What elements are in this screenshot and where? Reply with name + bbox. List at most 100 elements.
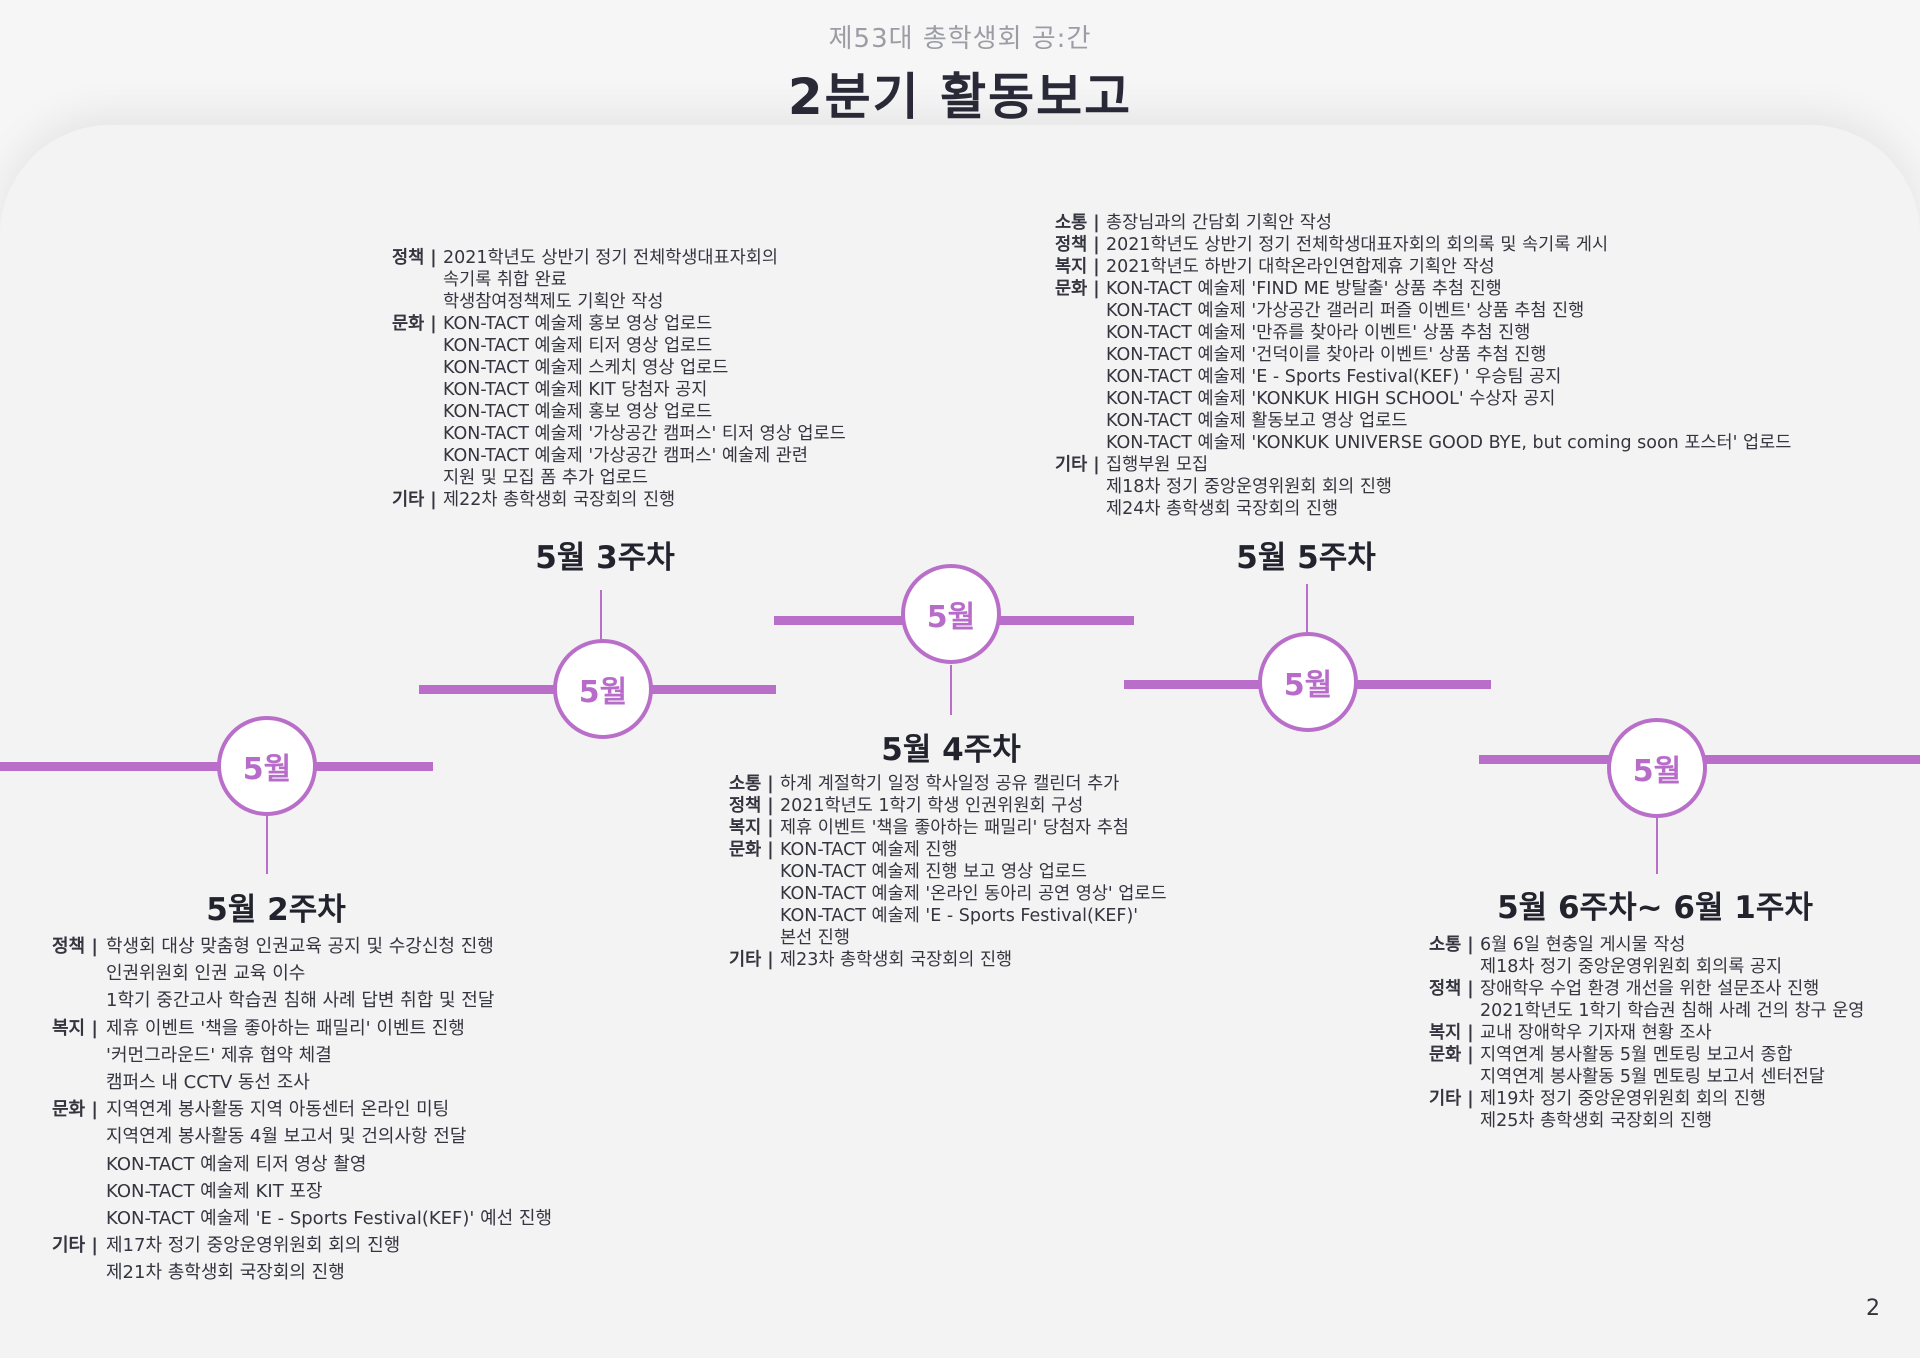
activity-block-week3: 정책 | 2021학년도 상반기 정기 전체학생대표자회의 속기록 취합 완료 …: [392, 247, 846, 511]
category-welfare: 복지 | 교내 장애학우 기자재 현황 조사: [1429, 1023, 1712, 1043]
list-item: 1학기 중간고사 학습권 침해 사례 답변 취합 및 전달: [106, 990, 495, 1012]
list-item: 총장님과의 간담회 기획안 작성: [1106, 213, 1332, 233]
list-item: 제18차 정기 중앙운영위원회 회의록 공지: [1480, 957, 1783, 977]
list-item: KON-TACT 예술제 'E - Sports Festival(KEF)': [780, 906, 1139, 926]
list-item: 지역연계 봉사활동 5월 멘토링 보고서 종합: [1480, 1045, 1793, 1065]
list-item: KON-TACT 예술제 '건덕이를 찾아라 이벤트' 상품 추첨 진행: [1106, 345, 1547, 365]
list-item: KON-TACT 예술제 홍보 영상 업로드: [443, 314, 713, 334]
list-item: KON-TACT 예술제 '만쥬를 찾아라 이벤트' 상품 추첨 진행: [1106, 323, 1531, 343]
list-item: KON-TACT 예술제 '가상공간 캠퍼스' 티저 영상 업로드: [443, 424, 846, 444]
list-item: 제휴 이벤트 '책을 좋아하는 패밀리' 당첨자 추첨: [780, 818, 1129, 838]
list-item: 지원 및 모집 폼 추가 업로드: [443, 468, 648, 488]
page-header: 제53대 총학생회 공:간 2분기 활동보고: [0, 18, 1920, 142]
list-item: 제24차 총학생회 국장회의 진행: [1106, 499, 1339, 519]
list-item: KON-TACT 예술제 'E - Sports Festival(KEF)' …: [106, 1208, 553, 1230]
list-item: 제22차 총학생회 국장회의 진행: [443, 490, 676, 510]
list-item: KON-TACT 예술제 'FIND ME 방탈출' 상품 추첨 진행: [1106, 279, 1502, 299]
list-item: 학생참여정책제도 기획안 작성: [443, 292, 664, 312]
week-title-4: 5월 5주차: [1236, 540, 1376, 576]
list-item: 2021학년도 1학기 학생 인권위원회 구성: [780, 796, 1084, 816]
list-item: KON-TACT 예술제 '가상공간 갤러리 퍼즐 이벤트' 상품 추첨 진행: [1106, 301, 1585, 321]
week-title-2: 5월 3주차: [535, 540, 675, 576]
category-culture: 문화 | 지역연계 봉사활동 5월 멘토링 보고서 종합 지역연계 봉사활동 5…: [1429, 1045, 1825, 1087]
list-item: 제휴 이벤트 '책을 좋아하는 패밀리' 이벤트 진행: [106, 1017, 465, 1039]
list-item: KON-TACT 예술제 티저 영상 촬영: [106, 1153, 367, 1175]
list-item: 지역연계 봉사활동 5월 멘토링 보고서 센터전달: [1480, 1067, 1825, 1087]
page-number: 2: [1866, 1296, 1880, 1321]
category-welfare: 복지 | 2021학년도 하반기 대학온라인연합제휴 기획안 작성: [1055, 257, 1495, 277]
category-etc: 기타 | 집행부원 모집 제18차 정기 중앙운영위원회 회의 진행 제24차 …: [1055, 455, 1393, 519]
list-item: 인권위원회 인권 교육 이수: [106, 963, 306, 985]
list-item: 2021학년도 상반기 정기 전체학생대표자회의: [443, 248, 778, 268]
list-item: KON-TACT 예술제 '가상공간 캠퍼스' 예술제 관련: [443, 446, 808, 466]
list-item: 6월 6일 현충일 게시물 작성: [1480, 935, 1686, 955]
category-culture: 문화 | KON-TACT 예술제 'FIND ME 방탈출' 상품 추첨 진행…: [1055, 279, 1792, 453]
timeline-panel: [0, 125, 1920, 1358]
timeline-segment-1: [0, 762, 433, 771]
list-item: 집행부원 모집: [1106, 455, 1209, 475]
list-item: 교내 장애학우 기자재 현황 조사: [1480, 1023, 1712, 1043]
list-item: 2021학년도 하반기 대학온라인연합제휴 기획안 작성: [1106, 257, 1495, 277]
category-communication: 소통 | 하계 계절학기 일정 학사일정 공유 캘린더 추가: [729, 774, 1120, 794]
category-etc: 기타 | 제17차 정기 중앙운영위원회 회의 진행 제21차 총학생회 국장회…: [52, 1232, 552, 1286]
week-title-5: 5월 6주차~ 6월 1주차: [1497, 890, 1813, 926]
category-etc: 기타 | 제23차 총학생회 국장회의 진행: [729, 950, 1013, 970]
list-item: KON-TACT 예술제 활동보고 영상 업로드: [1106, 411, 1408, 431]
week-title-3: 5월 4주차: [881, 732, 1021, 768]
list-item: 2021학년도 상반기 정기 전체학생대표자회의 회의록 및 속기록 게시: [1106, 235, 1609, 255]
list-item: 제18차 정기 중앙운영위원회 회의 진행: [1106, 477, 1393, 497]
category-welfare: 복지 | 제휴 이벤트 '책을 좋아하는 패밀리' 이벤트 진행 '커먼그라운드…: [52, 1015, 552, 1097]
page-subtitle: 제53대 총학생회 공:간: [828, 24, 1092, 54]
stem-1: [266, 812, 268, 874]
category-policy: 정책 | 학생회 대상 맞춤형 인권교육 공지 및 수강신청 진행 인권위원회 …: [52, 933, 552, 1015]
category-etc: 기타 | 제22차 총학생회 국장회의 진행: [392, 490, 676, 510]
list-item: KON-TACT 예술제 스케치 영상 업로드: [443, 358, 729, 378]
stem-3: [950, 665, 952, 715]
list-item: 하계 계절학기 일정 학사일정 공유 캘린더 추가: [780, 774, 1120, 794]
list-item: KON-TACT 예술제 'KONKUK UNIVERSE GOOD BYE, …: [1106, 433, 1792, 453]
category-communication: 소통 | 총장님과의 간담회 기획안 작성: [1055, 213, 1332, 233]
list-item: 제21차 총학생회 국장회의 진행: [106, 1262, 345, 1284]
month-node-5: 5월: [1607, 718, 1707, 818]
list-item: 2021학년도 1학기 학습권 침해 사례 건의 창구 운영: [1480, 1001, 1865, 1021]
stem-4: [1306, 584, 1308, 634]
week-title-1: 5월 2주차: [206, 892, 346, 928]
list-item: KON-TACT 예술제 'KONKUK HIGH SCHOOL' 수상자 공지: [1106, 389, 1556, 409]
list-item: 본선 진행: [780, 928, 850, 948]
month-node-1: 5월: [217, 716, 317, 816]
category-policy: 정책 | 2021학년도 1학기 학생 인권위원회 구성: [729, 796, 1084, 816]
list-item: 제23차 총학생회 국장회의 진행: [780, 950, 1013, 970]
list-item: 제17차 정기 중앙운영위원회 회의 진행: [106, 1235, 401, 1257]
list-item: KON-TACT 예술제 진행: [780, 840, 958, 860]
category-culture: 문화 | 지역연계 봉사활동 지역 아동센터 온라인 미팅 지역연계 봉사활동 …: [52, 1096, 552, 1232]
category-etc: 기타 | 제19차 정기 중앙운영위원회 회의 진행 제25차 총학생회 국장회…: [1429, 1089, 1767, 1131]
list-item: KON-TACT 예술제 KIT 포장: [106, 1180, 323, 1202]
list-item: 지역연계 봉사활동 지역 아동센터 온라인 미팅: [106, 1099, 450, 1121]
list-item: KON-TACT 예술제 '온라인 동아리 공연 영상' 업로드: [780, 884, 1167, 904]
list-item: 지역연계 봉사활동 4월 보고서 및 건의사항 전달: [106, 1126, 467, 1148]
list-item: KON-TACT 예술제 KIT 당첨자 공지: [443, 380, 708, 400]
category-policy: 정책 | 2021학년도 상반기 정기 전체학생대표자회의 속기록 취합 완료 …: [392, 248, 778, 312]
category-communication: 소통 | 6월 6일 현충일 게시물 작성 제18차 정기 중앙운영위원회 회의…: [1429, 935, 1783, 977]
activity-block-week4: 소통 | 하계 계절학기 일정 학사일정 공유 캘린더 추가 정책 | 2021…: [729, 773, 1167, 971]
list-item: 학생회 대상 맞춤형 인권교육 공지 및 수강신청 진행: [106, 936, 494, 957]
activity-block-week5: 소통 | 총장님과의 간담회 기획안 작성 정책 | 2021학년도 상반기 정…: [1055, 212, 1791, 520]
month-node-2: 5월: [553, 639, 653, 739]
month-node-3: 5월: [901, 564, 1001, 664]
list-item: KON-TACT 예술제 티저 영상 업로드: [443, 336, 713, 356]
category-policy: 정책 | 2021학년도 상반기 정기 전체학생대표자회의 회의록 및 속기록 …: [1055, 235, 1609, 255]
list-item: KON-TACT 예술제 진행 보고 영상 업로드: [780, 862, 1088, 882]
category-welfare: 복지 | 제휴 이벤트 '책을 좋아하는 패밀리' 당첨자 추첨: [729, 818, 1129, 838]
category-culture: 문화 | KON-TACT 예술제 홍보 영상 업로드 KON-TACT 예술제…: [392, 314, 846, 488]
list-item: 캠퍼스 내 CCTV 동선 조사: [106, 1072, 310, 1094]
list-item: 제25차 총학생회 국장회의 진행: [1480, 1111, 1713, 1131]
stem-5: [1656, 812, 1658, 874]
activity-block-week6: 소통 | 6월 6일 현충일 게시물 작성 제18차 정기 중앙운영위원회 회의…: [1429, 934, 1864, 1132]
list-item: KON-TACT 예술제 홍보 영상 업로드: [443, 402, 713, 422]
list-item: '커먼그라운드' 제휴 협약 체결: [106, 1044, 332, 1066]
list-item: 속기록 취합 완료: [443, 270, 567, 290]
list-item: KON-TACT 예술제 'E - Sports Festival(KEF) '…: [1106, 367, 1562, 387]
activity-block-week2: 정책 | 학생회 대상 맞춤형 인권교육 공지 및 수강신청 진행 인권위원회 …: [52, 933, 552, 1287]
page-title: 2분기 활동보고: [787, 68, 1133, 126]
stem-2: [600, 590, 602, 640]
